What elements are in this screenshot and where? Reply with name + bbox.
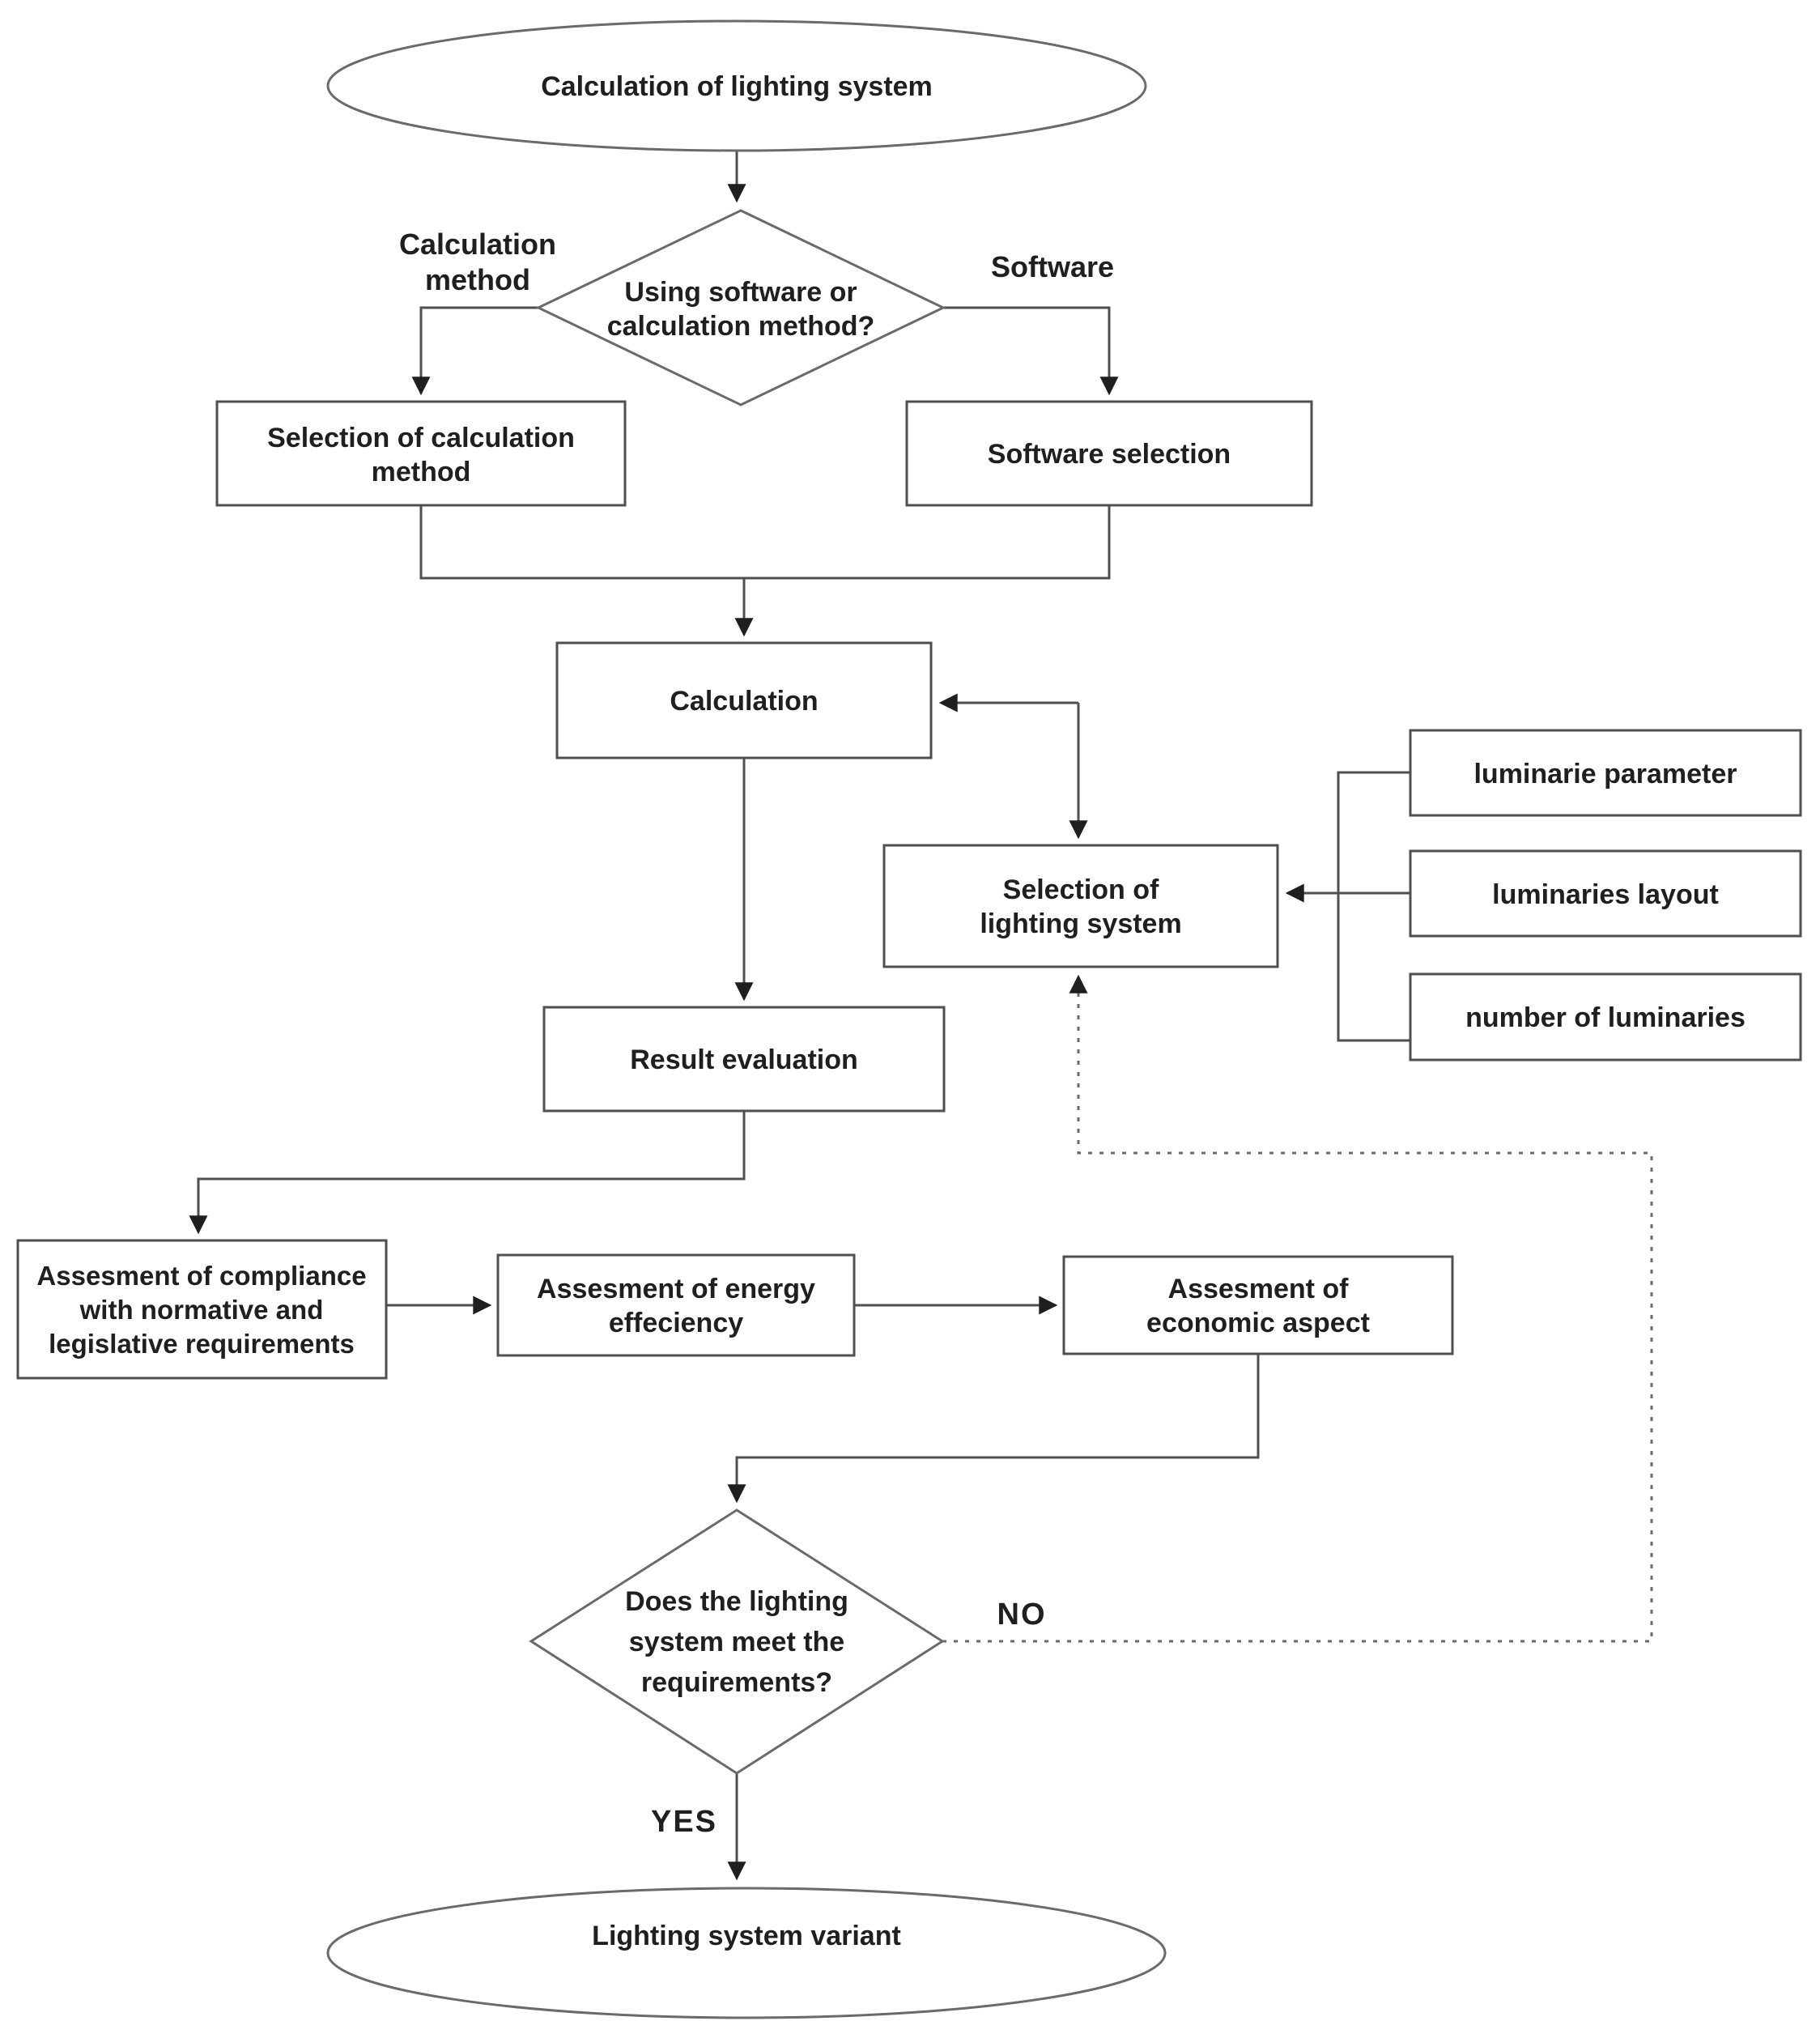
luminaries-layout-box: [1409, 849, 1802, 938]
decision-requirements-line1: Does the lighting: [625, 1586, 848, 1617]
start-ellipse: [326, 19, 1147, 152]
end-ellipse: [326, 1887, 1167, 2019]
label-software: Software: [991, 250, 1114, 283]
edge-result-to-compliance: [189, 1111, 746, 1235]
label-yes-text: YES: [651, 1805, 717, 1839]
assesment-economic-box: [1062, 1255, 1454, 1355]
box-calculation: Calculation: [555, 641, 933, 759]
box-luminarie-parameter: luminarie parameter: [1409, 729, 1802, 817]
edge-decision-to-software-selection: [943, 306, 1119, 396]
start-node: Calculation of lighting system: [326, 19, 1147, 152]
box-assesment-economic: Assesment of economic aspect: [1062, 1255, 1454, 1355]
decision-diamond: [535, 209, 946, 406]
box-software-selection: Software selection: [905, 400, 1313, 507]
calculation-text: Calculation: [670, 686, 818, 717]
selection-calc-method-line2: method: [372, 457, 471, 487]
decision-requirements-line2: system meet the: [629, 1627, 844, 1657]
start-text: Calculation of lighting system: [541, 71, 933, 102]
label-software-text: Software: [991, 250, 1114, 283]
end-text: Lighting system variant: [592, 1921, 901, 1951]
assesment-compliance-box: [16, 1239, 388, 1380]
label-no-text: NO: [997, 1598, 1047, 1632]
assesment-compliance-line2: with normative and: [79, 1295, 324, 1325]
assesment-compliance-line3: legislative requirements: [49, 1329, 355, 1359]
luminarie-parameter-box: [1409, 729, 1802, 817]
result-evaluation-text: Result evaluation: [630, 1045, 858, 1075]
assesment-economic-line2: economic aspect: [1146, 1308, 1370, 1338]
label-calculation-method: Calculation method: [399, 228, 556, 296]
assesment-compliance-line1: Assesment of compliance: [36, 1261, 366, 1291]
selection-lighting-line1: Selection of: [1003, 874, 1159, 905]
decision-using-software: Using software or calculation method?: [535, 209, 946, 406]
decision-requirements: Does the lighting system meet the requir…: [529, 1508, 945, 1775]
box-selection-of-calculation-method: Selection of calculation method: [215, 400, 627, 507]
assesment-economic-line1: Assesment of: [1168, 1274, 1350, 1304]
number-of-luminaries-text: number of luminaries: [1465, 1002, 1746, 1033]
end-node: Lighting system variant: [326, 1887, 1167, 2019]
decision-requirements-diamond: [529, 1508, 945, 1775]
label-no: NO: [997, 1598, 1047, 1632]
edge-luminaries-bracket: [1337, 771, 1410, 1042]
assesment-energy-box: [496, 1253, 856, 1357]
assesment-energy-line1: Assesment of energy: [537, 1274, 815, 1304]
decision-using-software-line2: calculation method?: [607, 311, 875, 342]
box-result-evaluation: Result evaluation: [542, 1006, 946, 1113]
box-assesment-energy: Assesment of energy effeciency: [496, 1253, 856, 1357]
edge-economic-to-decision: [727, 1354, 1260, 1504]
number-of-luminaries-box: [1409, 972, 1802, 1062]
selection-calc-method-box: [215, 400, 627, 507]
selection-calc-method-line1: Selection of calculation: [267, 423, 575, 453]
box-luminaries-layout: luminaries layout: [1409, 849, 1802, 938]
box-assesment-compliance: Assesment of compliance with normative a…: [16, 1239, 388, 1380]
decision-requirements-line3: requirements?: [641, 1667, 832, 1698]
assesment-energy-line2: effeciency: [609, 1308, 743, 1338]
result-evaluation-box: [542, 1006, 946, 1113]
selection-lighting-box: [882, 844, 1279, 968]
box-selection-of-lighting-system: Selection of lighting system: [882, 844, 1279, 968]
luminaries-layout-text: luminaries layout: [1492, 879, 1719, 910]
luminarie-parameter-text: luminarie parameter: [1473, 759, 1737, 789]
box-number-of-luminaries: number of luminaries: [1409, 972, 1802, 1062]
calculation-box: [555, 641, 933, 759]
software-selection-text: Software selection: [988, 439, 1231, 470]
label-yes: YES: [651, 1805, 717, 1839]
software-selection-box: [905, 400, 1313, 507]
label-calculation-method-line2: method: [425, 263, 530, 296]
decision-using-software-line1: Using software or: [624, 277, 857, 308]
edge-merge-branches: [419, 505, 1111, 580]
edge-decision-to-selection-method: [411, 306, 538, 396]
label-calculation-method-line1: Calculation: [399, 228, 556, 261]
selection-lighting-line2: lighting system: [980, 908, 1181, 939]
